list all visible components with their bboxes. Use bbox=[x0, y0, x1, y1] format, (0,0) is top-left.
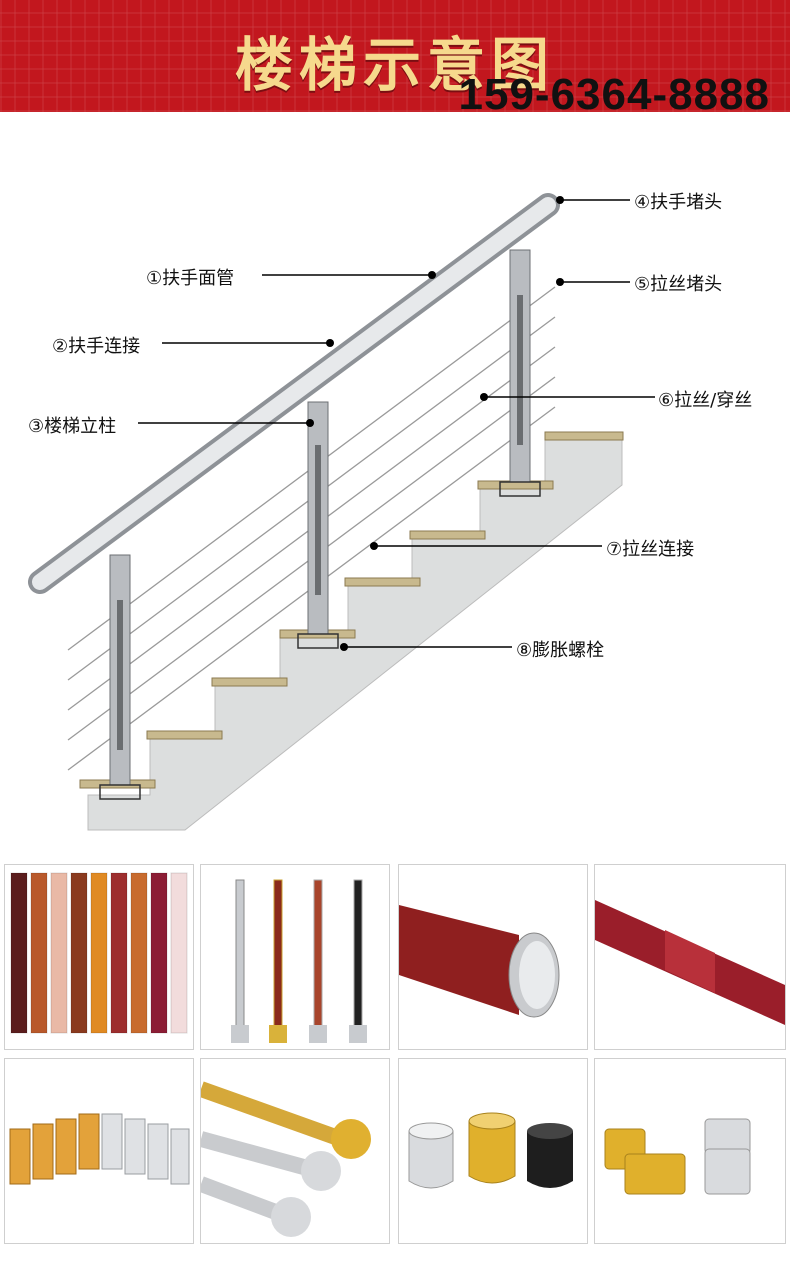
product-cable-connectors bbox=[594, 1058, 786, 1244]
cable-caps-icon bbox=[408, 1112, 573, 1189]
stair-diagram: ④扶手堵头 ①扶手面管 ⑤拉丝堵头 ②扶手连接 ⑥拉丝/穿丝 ③楼梯立柱 ⑦拉丝… bbox=[0, 112, 790, 852]
label-stair-post: ③楼梯立柱 bbox=[28, 416, 117, 437]
handrail-tubes-icon bbox=[10, 872, 188, 1034]
label-handrail-end-cap: ④扶手堵头 bbox=[634, 192, 723, 213]
page-title: 楼梯示意图 bbox=[234, 31, 555, 99]
product-cable-caps bbox=[398, 1058, 588, 1244]
connector-sleeves-icon bbox=[9, 1113, 190, 1185]
header-banner: 楼梯示意图 159-6364-8888 bbox=[0, 0, 790, 112]
label-cable: ⑥拉丝/穿丝 bbox=[658, 390, 753, 411]
stair-posts-icon bbox=[231, 879, 367, 1043]
label-cable-connector: ⑦拉丝连接 bbox=[606, 539, 695, 560]
label-expansion-bolt: ⑧膨胀螺栓 bbox=[516, 640, 605, 661]
label-cable-end-cap: ⑤拉丝堵头 bbox=[634, 274, 723, 295]
phone-number: 159-6364-8888 bbox=[458, 70, 770, 112]
product-handrail-joint bbox=[594, 864, 786, 1050]
stair-illustration bbox=[28, 193, 655, 831]
label-handrail-connector: ②扶手连接 bbox=[52, 336, 141, 357]
cable-end-caps-icon bbox=[201, 1081, 371, 1237]
cable-connectors-icon bbox=[604, 1118, 751, 1195]
product-handrail-end-cap bbox=[398, 864, 588, 1050]
handrail-joint-icon bbox=[595, 900, 785, 1025]
product-grid bbox=[0, 858, 790, 1258]
product-stair-posts bbox=[200, 864, 390, 1050]
product-handrail-tubes bbox=[4, 864, 194, 1050]
product-connector-sleeves bbox=[4, 1058, 194, 1244]
label-handrail-tube: ①扶手面管 bbox=[146, 268, 235, 289]
banner-pattern bbox=[0, 0, 790, 112]
handrail-end-cap-icon bbox=[399, 905, 560, 1018]
product-cable-end-caps bbox=[200, 1058, 390, 1244]
